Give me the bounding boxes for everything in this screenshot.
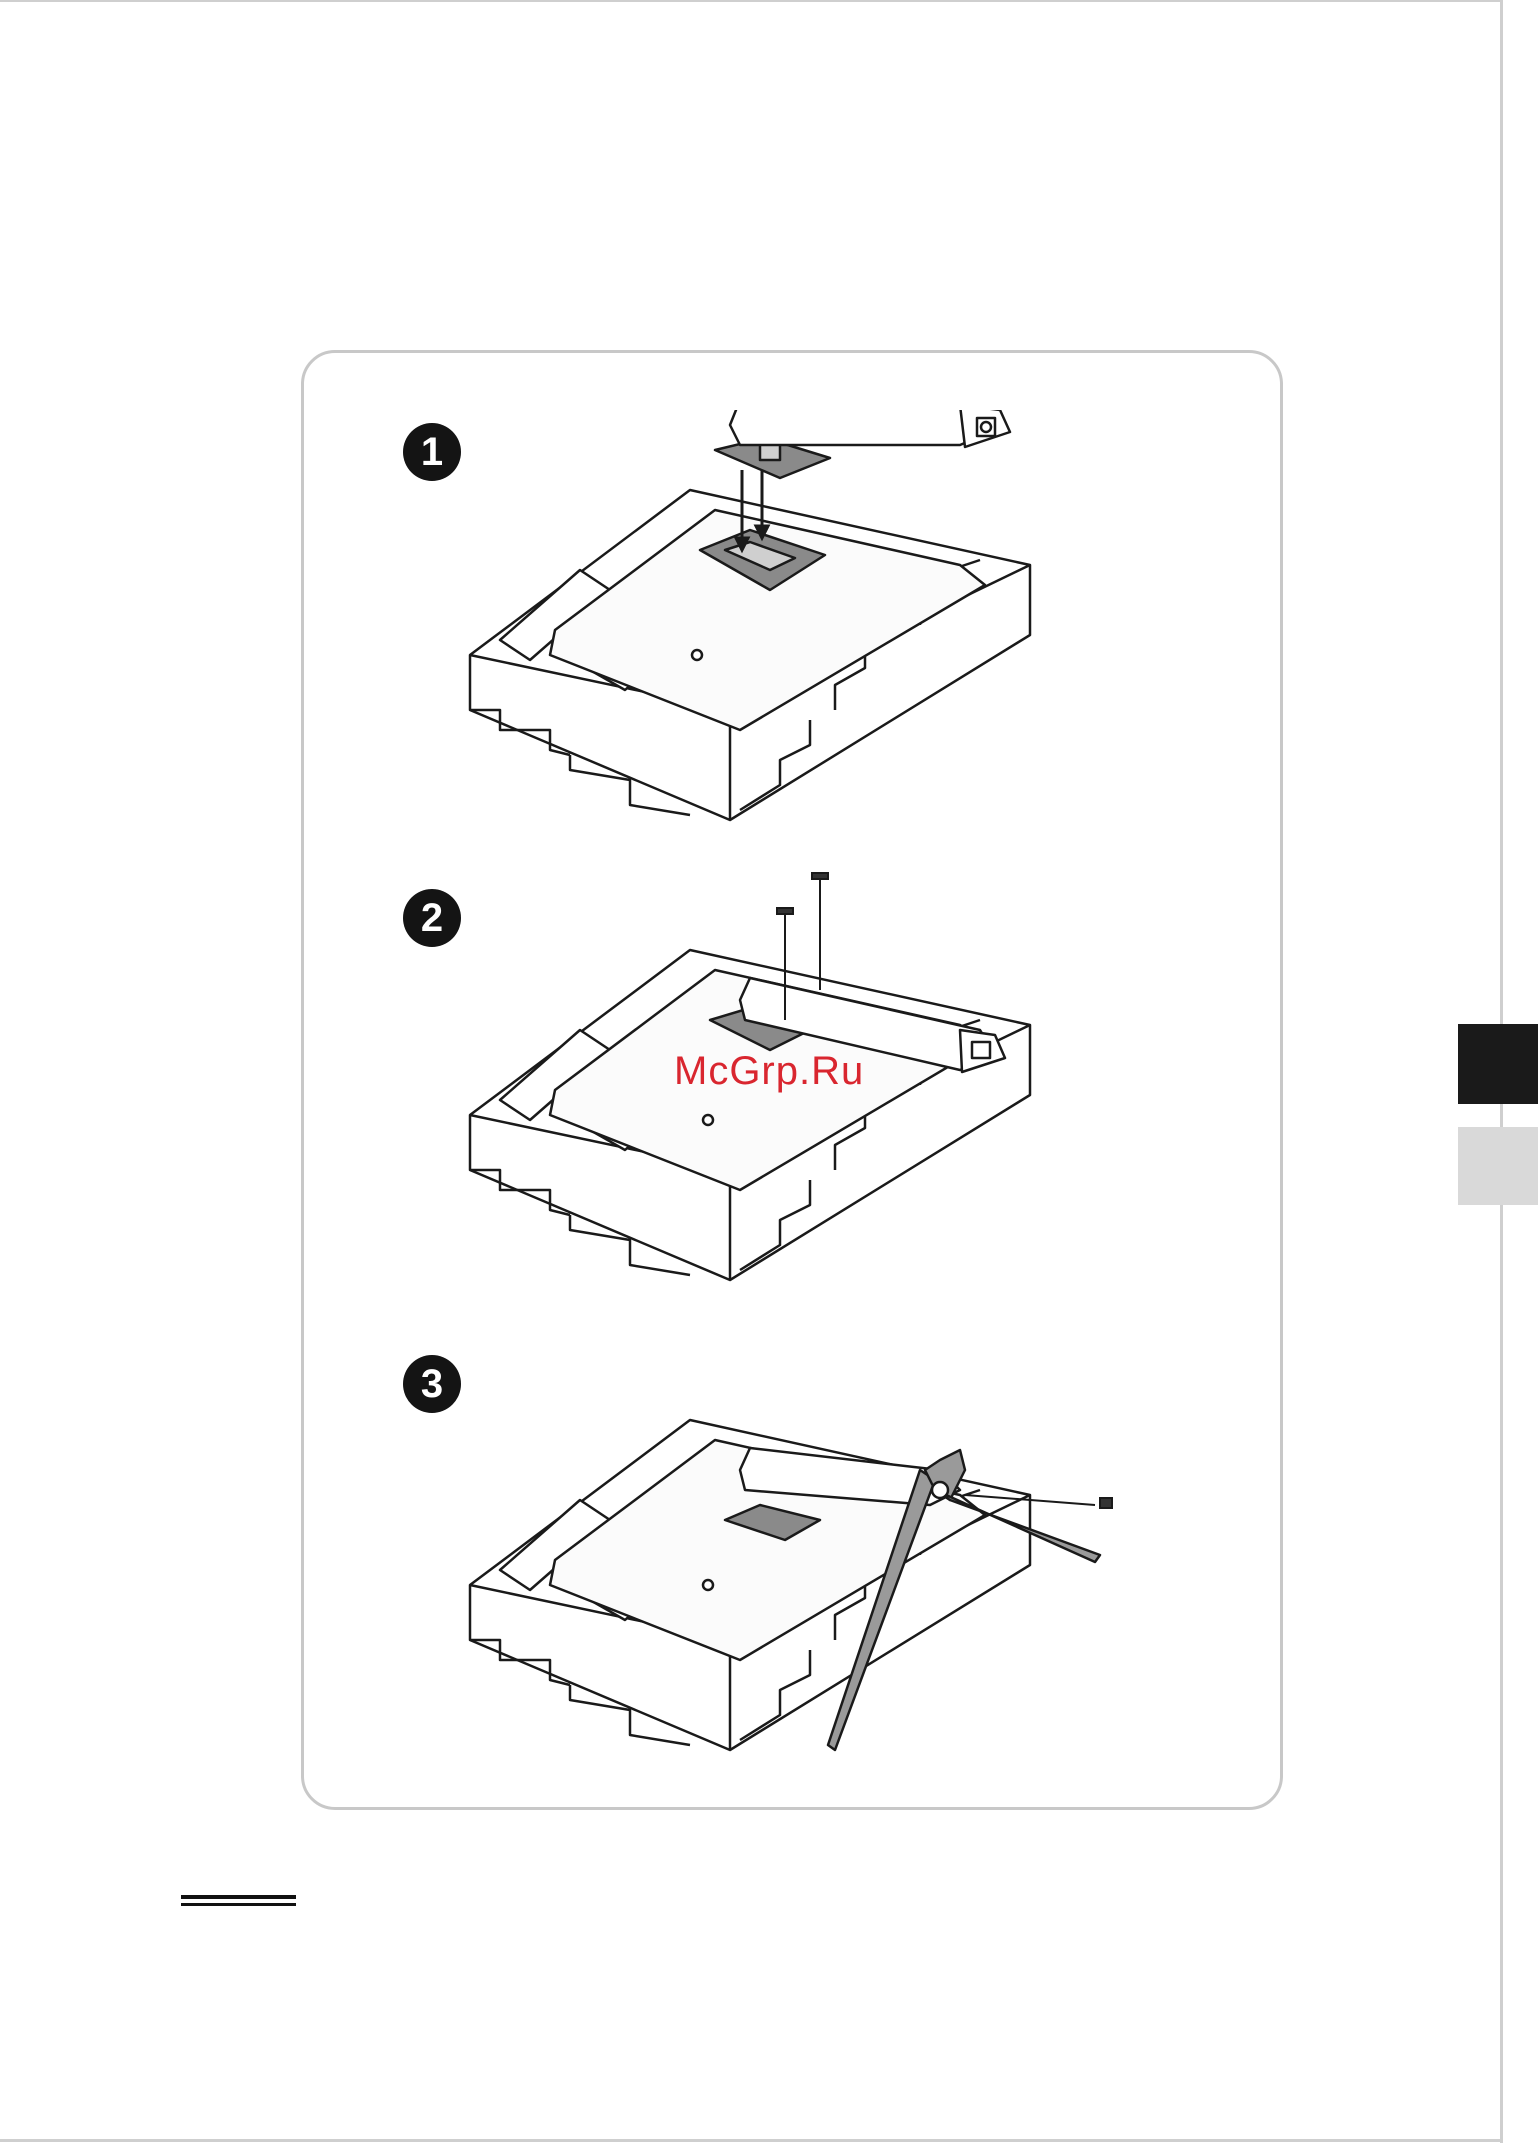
page-border — [0, 2139, 1502, 2142]
chapter-tab — [1458, 1127, 1538, 1205]
note-rule — [181, 1895, 296, 1899]
chapter-tab-active — [1458, 1024, 1538, 1104]
watermark-text: McGrp.Ru — [674, 1049, 864, 1094]
step-1-illustration — [440, 410, 1160, 830]
page-border — [0, 0, 1502, 2]
note-rule — [181, 1903, 296, 1906]
step-3-illustration — [440, 1340, 1160, 1760]
